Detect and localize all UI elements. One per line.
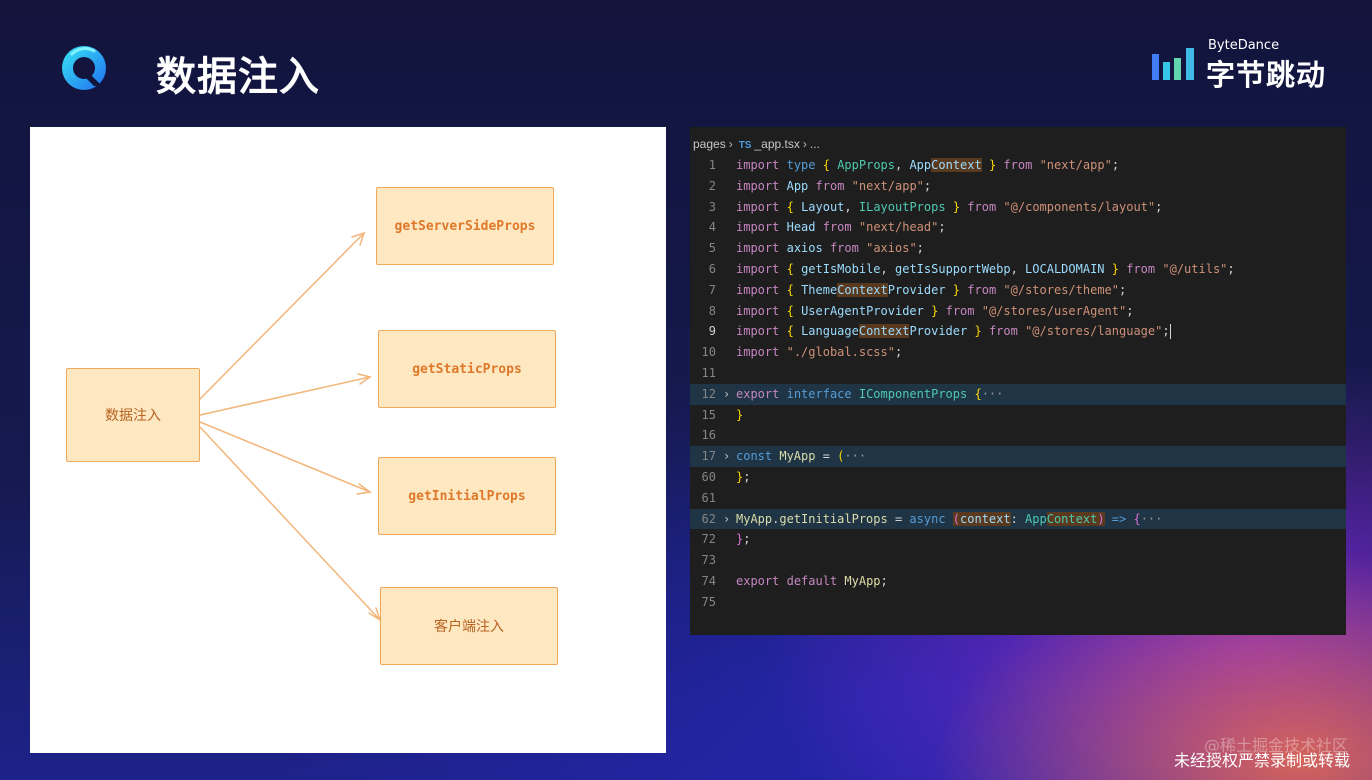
typescript-file-icon: TS xyxy=(738,140,752,151)
code-line[interactable]: 11 xyxy=(690,363,1346,384)
diagram-target-client-inject: 客户端注入 xyxy=(380,587,558,665)
arrow-head-3 xyxy=(356,483,372,495)
diagram-arrows xyxy=(199,231,382,622)
arrow-to-server-side-props xyxy=(199,232,365,400)
code-text: import App from "next/app"; xyxy=(736,178,932,193)
code-line[interactable]: 15} xyxy=(690,405,1346,426)
arrow-head-2 xyxy=(357,373,372,385)
line-number: 7 xyxy=(708,282,716,297)
line-number: 12 xyxy=(701,386,716,401)
code-line[interactable]: 5 import axios from "axios"; xyxy=(690,238,1346,259)
diagram-target-server-side-props: getServerSideProps xyxy=(376,187,554,265)
line-number: 8 xyxy=(708,303,716,318)
code-line[interactable]: 4 import Head from "next/head"; xyxy=(690,217,1346,238)
code-text: import "./global.scss"; xyxy=(736,345,903,360)
line-number: 10 xyxy=(701,345,716,360)
code-text: export default MyApp; xyxy=(736,573,888,588)
code-line[interactable]: 10 import "./global.scss"; xyxy=(690,342,1346,363)
fold-chevron-icon[interactable]: › xyxy=(723,386,731,401)
brand-chinese-name: 字节跳动 xyxy=(1206,58,1327,92)
arrow-to-initial-props xyxy=(199,421,371,493)
code-text: const MyApp = (··· xyxy=(736,449,867,464)
line-number: 74 xyxy=(701,573,716,588)
code-line[interactable]: 73 xyxy=(690,550,1346,571)
line-number: 72 xyxy=(701,532,716,547)
breadcrumb-folder[interactable]: pages xyxy=(693,137,726,151)
community-watermark: @稀土掘金技术社区 xyxy=(1203,736,1348,755)
line-number: 16 xyxy=(701,428,716,443)
code-text: }; xyxy=(736,532,751,547)
code-text: import { Layout, ILayoutProps } from "@/… xyxy=(736,199,1163,214)
brand-english-name: ByteDance xyxy=(1208,38,1280,53)
code-text: import type { AppProps, AppContext } fro… xyxy=(736,158,1120,172)
bytedance-brand: ByteDance 字节跳动 xyxy=(1152,38,1332,92)
line-number: 2 xyxy=(708,178,716,193)
line-number: 75 xyxy=(701,594,716,609)
line-number: 61 xyxy=(701,490,716,505)
code-line[interactable]: 60}; xyxy=(690,467,1346,488)
code-text: import { getIsMobile, getIsSupportWebp, … xyxy=(736,261,1235,276)
arrow-to-client-inject xyxy=(199,426,381,621)
code-line[interactable]: 12 › export interface IComponentProps {··· xyxy=(690,383,1346,405)
line-number: 17 xyxy=(701,449,716,464)
bytedance-logo-icon xyxy=(1152,48,1194,80)
line-number: 1 xyxy=(708,158,716,172)
code-line[interactable]: 62 › MyApp.getInitialProps = async (contex… xyxy=(690,508,1346,530)
fold-chevron-icon[interactable]: › xyxy=(723,449,731,464)
line-number: 4 xyxy=(708,220,716,235)
code-line[interactable]: 7 import { ThemeContextProvider } from "@… xyxy=(690,280,1346,301)
app-logo-icon xyxy=(62,46,106,90)
breadcrumb-tail[interactable]: ... xyxy=(809,137,820,151)
line-number: 60 xyxy=(701,469,716,484)
code-text: import Head from "next/head"; xyxy=(736,220,946,235)
code-line[interactable]: 72}; xyxy=(690,529,1346,550)
code-text: MyApp.getInitialProps = async (context: … xyxy=(736,511,1163,526)
line-number: 62 xyxy=(701,511,716,526)
code-line[interactable]: 17 › const MyApp = (··· xyxy=(690,446,1346,467)
code-line[interactable]: 74 export default MyApp; xyxy=(690,571,1346,592)
breadcrumb-file[interactable]: _app.tsx xyxy=(754,137,800,151)
code-text: import { ThemeContextProvider } from "@/… xyxy=(736,282,1127,297)
arrow-head-1 xyxy=(351,231,366,246)
line-number: 9 xyxy=(708,324,716,339)
chevron-right-icon: › xyxy=(802,137,807,151)
diagram-source-box: 数据注入 xyxy=(66,368,200,462)
code-lines[interactable]: 1 import type { AppProps, AppContext } fr… xyxy=(690,155,1346,613)
line-number: 5 xyxy=(708,241,716,256)
diagram-panel: 数据注入 getServerSideProps getStaticProps g… xyxy=(30,127,666,753)
code-line[interactable]: 6 import { getIsMobile, getIsSupportWebp,… xyxy=(690,259,1346,280)
diagram-target-static-props: getStaticProps xyxy=(378,330,556,408)
slide-title: 数据注入 xyxy=(156,54,320,100)
code-text: import axios from "axios"; xyxy=(736,241,924,256)
code-line[interactable]: 16 xyxy=(690,425,1346,446)
code-line[interactable]: 75 xyxy=(690,592,1346,613)
line-number: 73 xyxy=(701,553,716,568)
breadcrumb: pages›TS_app.tsx›... xyxy=(693,137,820,151)
code-line[interactable]: 2 import App from "next/app"; xyxy=(690,176,1346,197)
line-number: 3 xyxy=(708,199,716,214)
code-line[interactable]: 3 import { Layout, ILayoutProps } from "@… xyxy=(690,197,1346,218)
diagram-target-initial-props: getInitialProps xyxy=(378,457,556,535)
code-line[interactable]: 61 xyxy=(690,488,1346,509)
code-text: import { UserAgentProvider } from "@/sto… xyxy=(736,303,1134,318)
chevron-right-icon: › xyxy=(728,137,733,151)
line-number: 15 xyxy=(701,407,716,422)
code-text: import { LanguageContextProvider } from … xyxy=(736,324,1171,340)
fold-chevron-icon[interactable]: › xyxy=(723,511,731,526)
line-number: 11 xyxy=(701,365,716,380)
text-cursor xyxy=(1169,324,1171,340)
code-text: export interface IComponentProps {··· xyxy=(736,386,1004,401)
code-line[interactable]: 9 import { LanguageContextProvider } from… xyxy=(690,321,1346,342)
code-text: }; xyxy=(736,469,751,484)
code-line[interactable]: 8 import { UserAgentProvider } from "@/st… xyxy=(690,301,1346,322)
arrow-to-static-props xyxy=(199,376,371,416)
copyright-watermark: 未经授权严禁录制或转载 xyxy=(1173,751,1350,770)
code-line[interactable]: 1 import type { AppProps, AppContext } fr… xyxy=(690,155,1346,176)
code-text: } xyxy=(736,407,744,422)
line-number: 6 xyxy=(708,261,716,276)
